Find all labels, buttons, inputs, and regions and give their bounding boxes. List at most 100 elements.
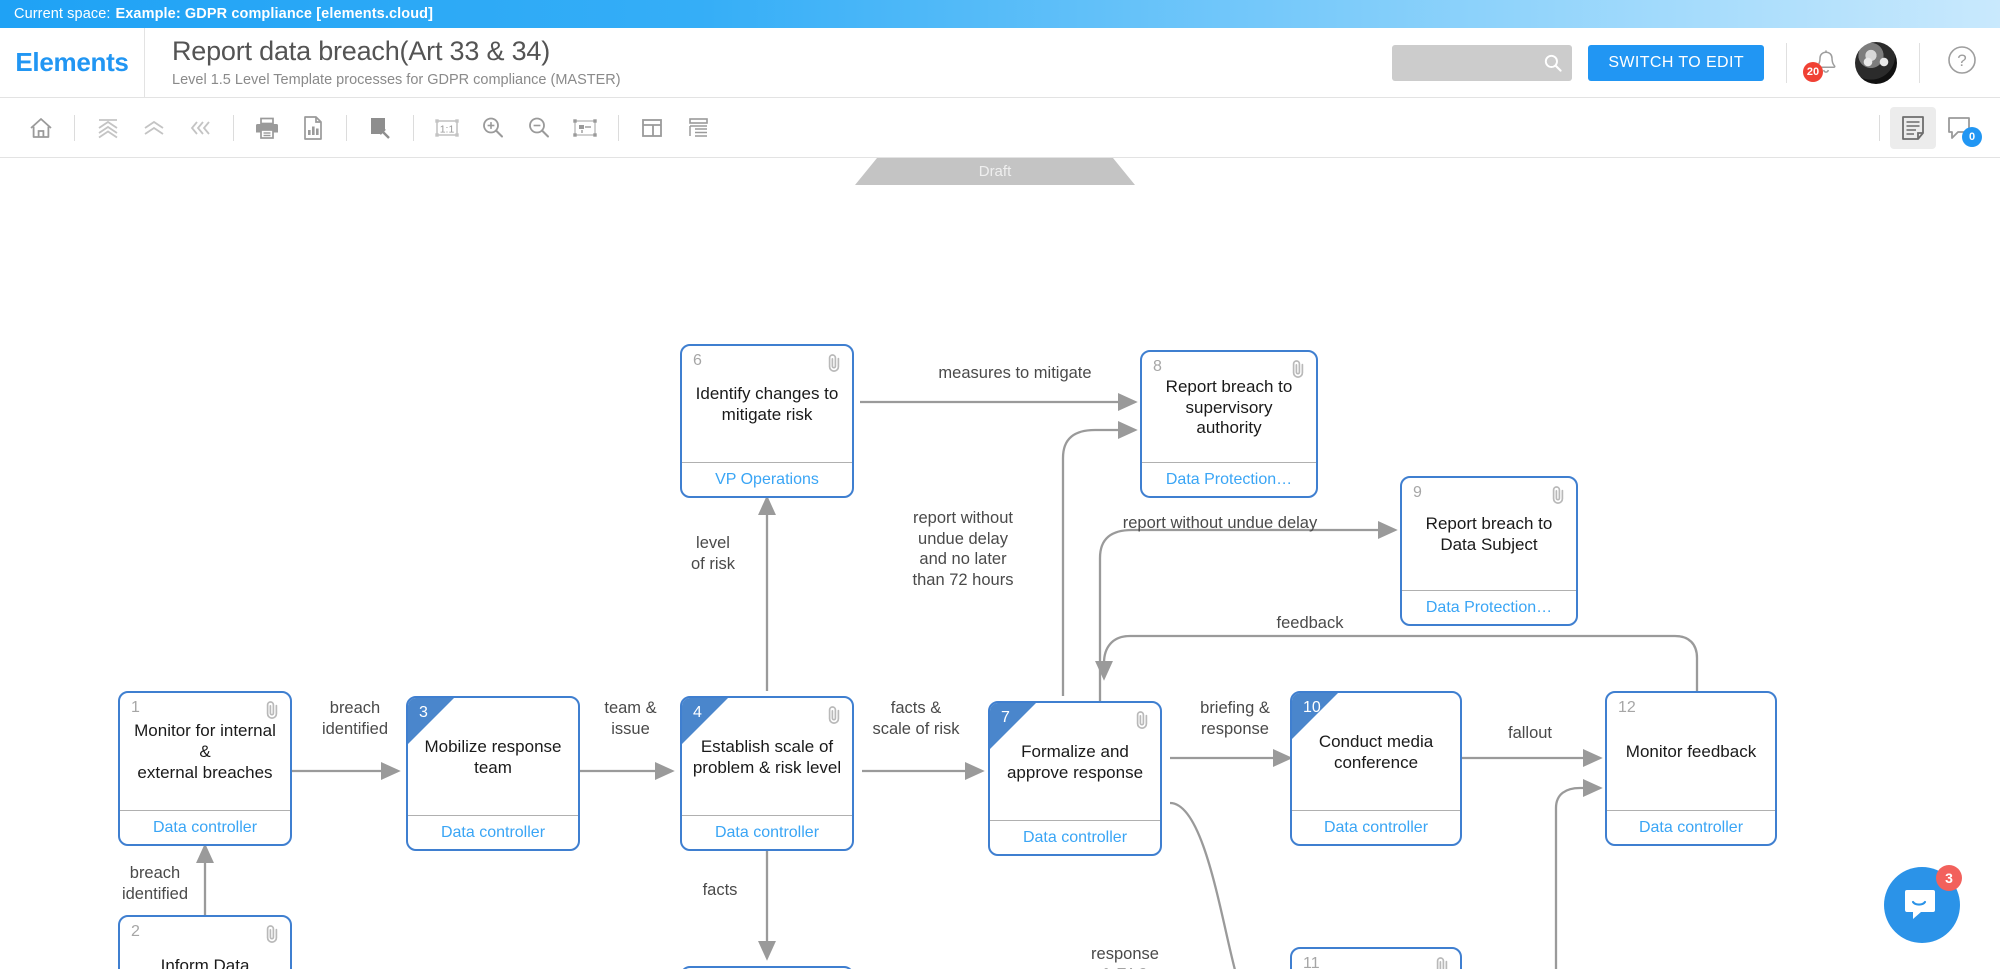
intercom-launcher[interactable]: 3 (1884, 865, 1962, 943)
app-header: Elements Report data breach(Art 33 & 34)… (0, 28, 2000, 98)
flag-corner (990, 703, 1036, 749)
node-body: 4 Establish scale of problem & risk leve… (682, 698, 852, 815)
node-title: Conduct media conference (1318, 731, 1434, 772)
home-icon[interactable] (18, 107, 64, 149)
process-node-5[interactable]: 5 Identify changes to eliminate repeat V… (680, 966, 854, 969)
node-body: 2 Inform Data Controller of breach (120, 917, 290, 969)
search-box[interactable] (1392, 44, 1573, 81)
process-node-12[interactable]: 12 Monitor feedback Data controller (1605, 691, 1777, 846)
svg-text:?: ? (1957, 51, 1966, 70)
process-node-1[interactable]: 1 Monitor for internal & external breach… (118, 691, 292, 846)
report-icon[interactable] (290, 107, 336, 149)
flag-corner (1292, 693, 1338, 739)
node-role[interactable]: Data controller (990, 820, 1160, 854)
node-body: 1 Monitor for internal & external breach… (120, 693, 290, 810)
toolbar-separator-4 (413, 114, 414, 141)
edge-label-team-issue: team & issue (604, 699, 657, 738)
zoom-reset-icon[interactable]: 1:1 (424, 107, 470, 149)
help-icon[interactable]: ? (1946, 44, 1978, 81)
up-level-icon[interactable] (131, 107, 177, 149)
edge-label-report-without-undue-delay: report without undue delay (1122, 514, 1318, 532)
node-number: 4 (693, 704, 702, 721)
brand-logo[interactable]: Elements (0, 28, 145, 97)
attachment-icon[interactable] (1134, 710, 1150, 735)
node-title: Monitor for internal & external breaches (134, 721, 276, 782)
node-role[interactable]: VP Operations (682, 462, 852, 496)
process-node-3[interactable]: 3 Mobilize response team Data controller (406, 696, 580, 851)
attachment-icon[interactable] (264, 924, 280, 949)
flag-corner (408, 698, 454, 744)
toolbar-separator-2 (233, 114, 234, 141)
node-role[interactable]: Data controller (1607, 810, 1775, 844)
intercom-badge: 3 (1936, 865, 1962, 891)
node-body: 5 Identify changes to eliminate repeat (682, 968, 852, 969)
edge-label-facts-scale-of-risk: facts & scale of risk (872, 699, 960, 738)
outline-list-icon[interactable] (675, 107, 721, 149)
node-number: 2 (131, 923, 140, 940)
node-role[interactable]: Data controller (408, 815, 578, 849)
node-title: Formalize and approve response (1006, 741, 1144, 782)
current-space-bar: Current space: Example: GDPR compliance … (0, 0, 2000, 28)
node-role[interactable]: Data controller (1292, 810, 1460, 844)
avatar[interactable] (1855, 41, 1897, 84)
current-space-value[interactable]: Example: GDPR compliance [elements.cloud… (115, 6, 434, 22)
process-node-8[interactable]: 8 Report breach to supervisory authority… (1140, 350, 1318, 498)
node-number: 9 (1413, 484, 1422, 501)
search-icon (1543, 53, 1563, 78)
toolbar-separator-6 (1879, 114, 1880, 141)
attachment-icon[interactable] (826, 353, 842, 378)
header-divider-2 (1919, 42, 1920, 83)
comment-count-badge: 0 (1962, 126, 1982, 147)
back-icon[interactable] (177, 107, 223, 149)
toolbar-separator-3 (346, 114, 347, 141)
node-number: 7 (1001, 709, 1010, 726)
process-node-10[interactable]: 10 Conduct media conference Data control… (1290, 691, 1462, 846)
notes-icon[interactable] (1890, 106, 1936, 149)
node-role[interactable]: Data Protection… (1402, 590, 1576, 624)
attachment-icon[interactable] (1550, 485, 1566, 510)
edge-label-measures-to-mitigate: measures to mitigate (938, 364, 1092, 382)
edge-label-breach-identified-1: breach identified (321, 699, 389, 738)
process-node-6[interactable]: 6 Identify changes to mitigate risk VP O… (680, 344, 854, 498)
layout-panel-icon[interactable] (629, 107, 675, 149)
toolbar-separator-5 (618, 114, 619, 141)
status-ribbon: Draft (855, 158, 1135, 185)
process-node-7[interactable]: 7 Formalize and approve response Data co… (988, 701, 1162, 856)
svg-text:1:1: 1:1 (440, 123, 455, 135)
snapshot-icon[interactable] (357, 107, 403, 149)
attachment-icon[interactable] (264, 700, 280, 725)
process-node-11[interactable]: 11 Distribute response via social media … (1290, 947, 1462, 969)
fit-screen-icon[interactable] (562, 107, 608, 149)
attachment-icon[interactable] (826, 705, 842, 730)
node-role[interactable]: Data controller (120, 810, 290, 844)
edge-label-facts: facts (702, 881, 738, 899)
edge-label-breach-identified-2: breach identified (121, 864, 189, 903)
diagram-canvas[interactable]: Draft 1 Monitor for internal & external … (0, 158, 2000, 969)
zoom-out-icon[interactable] (516, 107, 562, 149)
print-icon[interactable] (244, 107, 290, 149)
comment-icon[interactable]: 0 (1936, 107, 1982, 149)
edge-label-briefing-response: briefing & response (1200, 699, 1270, 738)
node-number: 1 (131, 699, 140, 716)
zoom-in-icon[interactable] (470, 107, 516, 149)
process-node-2[interactable]: 2 Inform Data Controller of breach Data … (118, 915, 292, 969)
edge-label-feedback: feedback (1276, 614, 1344, 632)
search-input[interactable] (1402, 54, 1563, 71)
node-body: 3 Mobilize response team (408, 698, 578, 815)
chat-bubble-icon (1905, 890, 1935, 919)
node-title: Inform Data Controller of breach (160, 955, 250, 969)
edge-label-report-without-undue-delay-72h: report without undue delay and no later … (912, 509, 1014, 589)
node-role[interactable]: Data controller (682, 815, 852, 849)
process-node-4[interactable]: 4 Establish scale of problem & risk leve… (680, 696, 854, 851)
header-actions: SWITCH TO EDIT 20 ? (1392, 28, 2000, 97)
top-level-icon[interactable] (85, 107, 131, 149)
node-number: 6 (693, 352, 702, 369)
page-title: Report data breach(Art 33 & 34) (172, 36, 551, 67)
node-role[interactable]: Data Protection… (1142, 462, 1316, 496)
attachment-icon[interactable] (1290, 359, 1306, 384)
notifications-button[interactable]: 20 (1803, 46, 1843, 82)
switch-to-edit-button[interactable]: SWITCH TO EDIT (1588, 44, 1764, 81)
node-title: Report breach to Data Subject (1425, 514, 1553, 554)
attachment-icon[interactable] (1434, 956, 1450, 969)
process-node-9[interactable]: 9 Report breach to Data Subject Data Pro… (1400, 476, 1578, 626)
